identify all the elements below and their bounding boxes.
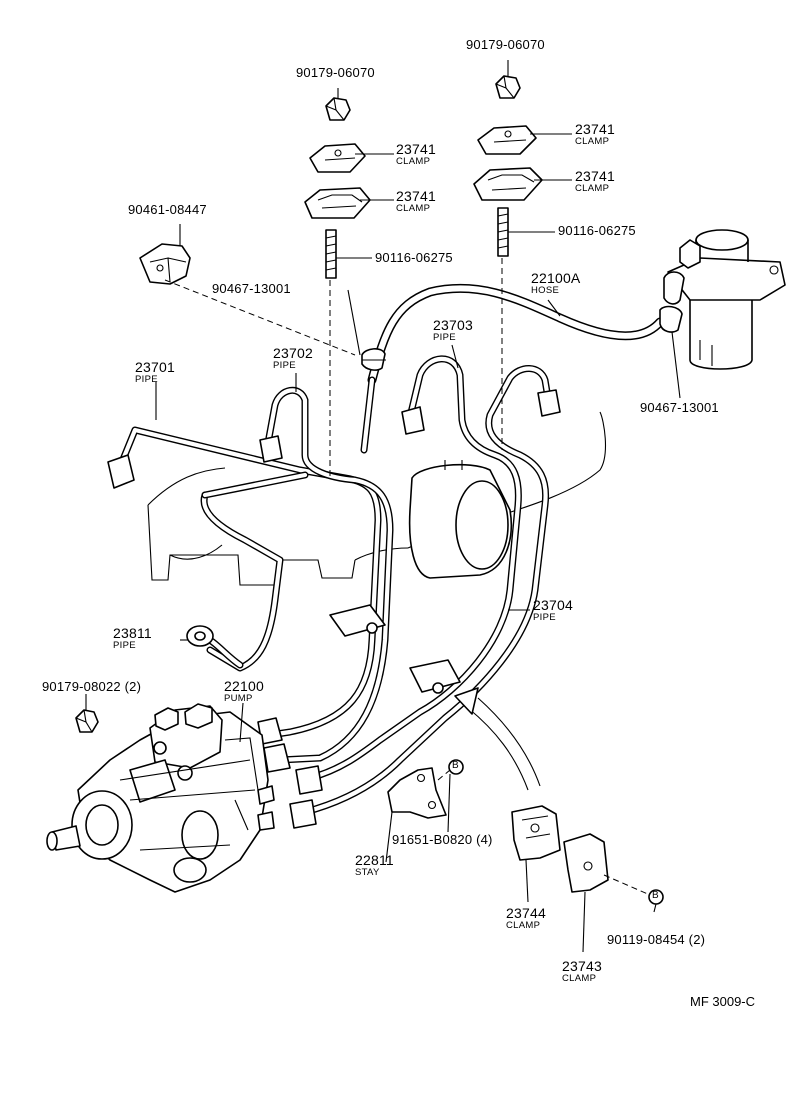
label-pipe-23702: 23702 PIPE (273, 346, 313, 371)
pump-nut (75, 709, 99, 733)
label-clamp-left-bottom: 23741 CLAMP (396, 189, 436, 214)
pipe-end-nuts (107, 389, 561, 829)
part-number: 23703 (433, 317, 473, 333)
label-hose: 22100A HOSE (531, 271, 580, 296)
part-number: 22811 (355, 852, 394, 868)
part-name: PIPE (273, 360, 296, 371)
part-number: 23702 (273, 345, 313, 361)
label-stud-left: 90116-06275 (375, 251, 453, 264)
label-stay: 22811 STAY (355, 853, 394, 878)
label-pipe-23704: 23704 PIPE (533, 598, 573, 623)
part-name: HOSE (531, 285, 560, 296)
injection-pipes (118, 355, 552, 816)
label-nut-upper-right: 90179-06070 (466, 38, 545, 51)
bracket-part (139, 243, 191, 285)
banjo-fitting (186, 625, 214, 647)
callout-letter-b: B (652, 890, 659, 901)
part-name: CLAMP (396, 156, 431, 167)
part-number: 90461-08447 (128, 202, 207, 217)
part-number: 22100A (531, 270, 581, 286)
right-hardware-stack (473, 75, 543, 257)
dashed-alignment-lines (164, 258, 651, 896)
hose-clips (361, 305, 683, 371)
left-hardware-stack (304, 97, 371, 279)
label-nut-upper-left: 90179-06070 (296, 66, 375, 79)
label-clamp-right-bottom: 23741 CLAMP (575, 169, 615, 194)
part-number: 90119-08454 (2) (607, 932, 706, 947)
label-bolt-clamp: 90119-08454 (2) (607, 933, 705, 946)
part-number: 23741 (396, 188, 436, 204)
part-name: CLAMP (506, 920, 541, 931)
part-name: PIPE (113, 640, 136, 651)
callout-letter-b: B (452, 760, 459, 771)
label-hose-clip-right: 90467-13001 (640, 401, 719, 414)
label-clamp-23743: 23743 CLAMP (562, 959, 602, 984)
part-number: 22100 (224, 678, 264, 694)
leader-lines (85, 60, 681, 953)
part-number: 90116-06275 (558, 223, 636, 238)
part-number: 23744 (506, 905, 546, 921)
part-number: 23741 (396, 141, 436, 157)
part-number: 90116-06275 (375, 250, 453, 265)
label-hose-clip-left: 90467-13001 (212, 282, 291, 295)
part-name: CLAMP (575, 136, 610, 147)
label-pump: 22100 PUMP (224, 679, 264, 704)
part-name: PIPE (533, 612, 556, 623)
part-number: 23743 (562, 958, 602, 974)
part-number: 91651-B0820 (4) (392, 832, 493, 847)
part-number: 23704 (533, 597, 573, 613)
fuel-filter (663, 229, 786, 370)
label-nut-pump: 90179-08022 (2) (42, 680, 141, 693)
label-stud-right: 90116-06275 (558, 224, 636, 237)
part-name: PIPE (433, 332, 456, 343)
stay-part (387, 767, 447, 819)
part-name: PUMP (224, 693, 253, 704)
part-name: STAY (355, 867, 380, 878)
label-pipe-23701: 23701 PIPE (135, 360, 175, 385)
pipe-bundle-clamps (329, 604, 461, 694)
label-pipe-23811: 23811 PIPE (113, 626, 152, 651)
part-number: 90179-06070 (466, 37, 545, 52)
part-number: 23741 (575, 168, 615, 184)
part-number: 23741 (575, 121, 615, 137)
label-clamp-23744: 23744 CLAMP (506, 906, 546, 931)
clamp-23743 (563, 833, 609, 893)
part-number: 90467-13001 (640, 400, 719, 415)
part-number: 23701 (135, 359, 175, 375)
part-number: 90467-13001 (212, 281, 291, 296)
label-bracket: 90461-08447 (128, 203, 207, 216)
part-number: 90179-06070 (296, 65, 375, 80)
part-number: 23811 (113, 625, 152, 641)
label-pipe-23703: 23703 PIPE (433, 318, 473, 343)
label-clamp-right-top: 23741 CLAMP (575, 122, 615, 147)
figure-code: MF 3009-C (690, 994, 756, 1009)
fuel-hose (360, 283, 665, 454)
part-name: CLAMP (562, 973, 597, 984)
part-number: 90179-08022 (2) (42, 679, 142, 694)
direction-arrow (454, 687, 541, 791)
label-clamp-left-top: 23741 CLAMP (396, 142, 436, 167)
part-name: CLAMP (575, 183, 610, 194)
part-name: CLAMP (396, 203, 431, 214)
engine-mount-boss (408, 460, 512, 579)
injection-pump (46, 703, 275, 893)
label-bolt-stay: 91651-B0820 (4) (392, 833, 493, 846)
clamp-23744 (511, 805, 561, 861)
part-name: PIPE (135, 374, 158, 385)
